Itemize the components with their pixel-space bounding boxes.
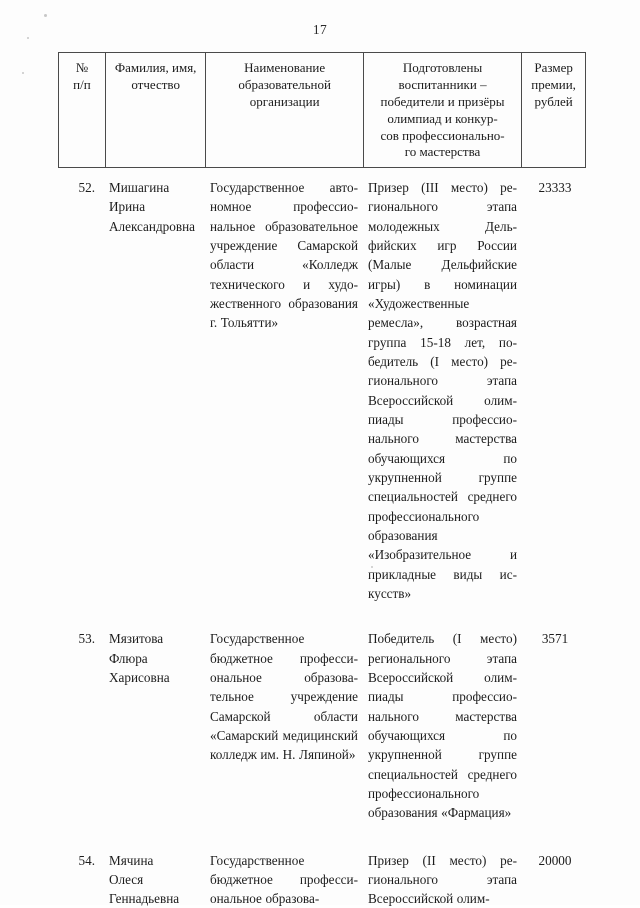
- column-header-organization-line3: организации: [210, 94, 358, 111]
- fullname-line: Мишагина: [109, 178, 201, 197]
- row-number: 52.: [58, 178, 104, 197]
- scan-speck: [22, 72, 24, 74]
- row-organization: Государственное бюджетное професси­ональ…: [205, 851, 363, 908]
- column-header-organization-line2: образовательной: [210, 77, 358, 94]
- column-header-achievements-line6: го мастерства: [368, 144, 517, 161]
- column-header-organization-line1: Наименование: [210, 60, 358, 77]
- fullname-line: Александровна: [109, 217, 201, 236]
- column-header-achievements-line2: воспитанники –: [368, 77, 517, 94]
- fullname-line: Мязитова: [109, 629, 201, 648]
- table-row: 54. Мячина Олеся Геннадьевна Государстве…: [58, 851, 586, 908]
- row-achievement: Призер (III место) ре­гионального этапа …: [363, 178, 522, 603]
- column-header-achievements-line5: сов профессионально-: [368, 128, 517, 145]
- fullname-line: Олеся: [109, 870, 201, 889]
- column-header-number-line1: №: [63, 60, 101, 77]
- column-header-number-line2: п/п: [63, 77, 101, 94]
- table-row: 52. Мишагина Ирина Александровна Государ…: [58, 178, 586, 603]
- column-header-premium-line3: рублей: [526, 94, 581, 111]
- table-row: 53. Мязитова Флюра Харисовна Государстве…: [58, 629, 586, 822]
- fullname-line: Флюра: [109, 649, 201, 668]
- fullname-line: Харисовна: [109, 668, 201, 687]
- column-header-fullname-line1: Фамилия, имя,: [110, 60, 202, 77]
- column-header-achievements-line4: олимпиад и конкур-: [368, 111, 517, 128]
- table-body: 52. Мишагина Ирина Александровна Государ…: [58, 178, 586, 908]
- row-organization: Государственное авто­номное профессио­на…: [205, 178, 363, 333]
- row-fullname: Мишагина Ирина Александровна: [104, 178, 205, 236]
- row-fullname: Мязитова Флюра Харисовна: [104, 629, 205, 687]
- column-header-premium: Размер премии, рублей: [521, 53, 585, 167]
- column-header-achievements-line1: Подготовлены: [368, 60, 517, 77]
- column-header-fullname: Фамилия, имя, отчество: [105, 53, 206, 167]
- row-fullname: Мячина Олеся Геннадьевна: [104, 851, 205, 908]
- column-header-premium-line2: премии,: [526, 77, 581, 94]
- scan-speck: [44, 14, 47, 17]
- fullname-line: Ирина: [109, 197, 201, 216]
- column-header-number: № п/п: [59, 53, 105, 167]
- row-premium: 20000: [522, 851, 586, 870]
- column-header-organization: Наименование образовательной организации: [205, 53, 362, 167]
- fullname-line: Геннадьевна: [109, 889, 201, 908]
- table-header-row: № п/п Фамилия, имя, отчество Наименовани…: [58, 52, 586, 168]
- row-premium: 3571: [522, 629, 586, 648]
- row-achievement: Призер (II место) ре­гионального этапа В…: [363, 851, 522, 908]
- row-achievement: Победитель (I место) регионального этапа…: [363, 629, 522, 822]
- fullname-line: Мячина: [109, 851, 201, 870]
- row-organization: Государственное бюджетное професси­ональ…: [205, 629, 363, 764]
- column-header-premium-line1: Размер: [526, 60, 581, 77]
- column-header-achievements-line3: победители и призёры: [368, 94, 517, 111]
- row-number: 54.: [58, 851, 104, 870]
- awards-table: № п/п Фамилия, имя, отчество Наименовани…: [58, 52, 586, 908]
- row-premium: 23333: [522, 178, 586, 197]
- page-number: 17: [0, 22, 640, 38]
- row-number: 53.: [58, 629, 104, 648]
- column-header-achievements: Подготовлены воспитанники – победители и…: [363, 53, 521, 167]
- column-header-fullname-line2: отчество: [110, 77, 202, 94]
